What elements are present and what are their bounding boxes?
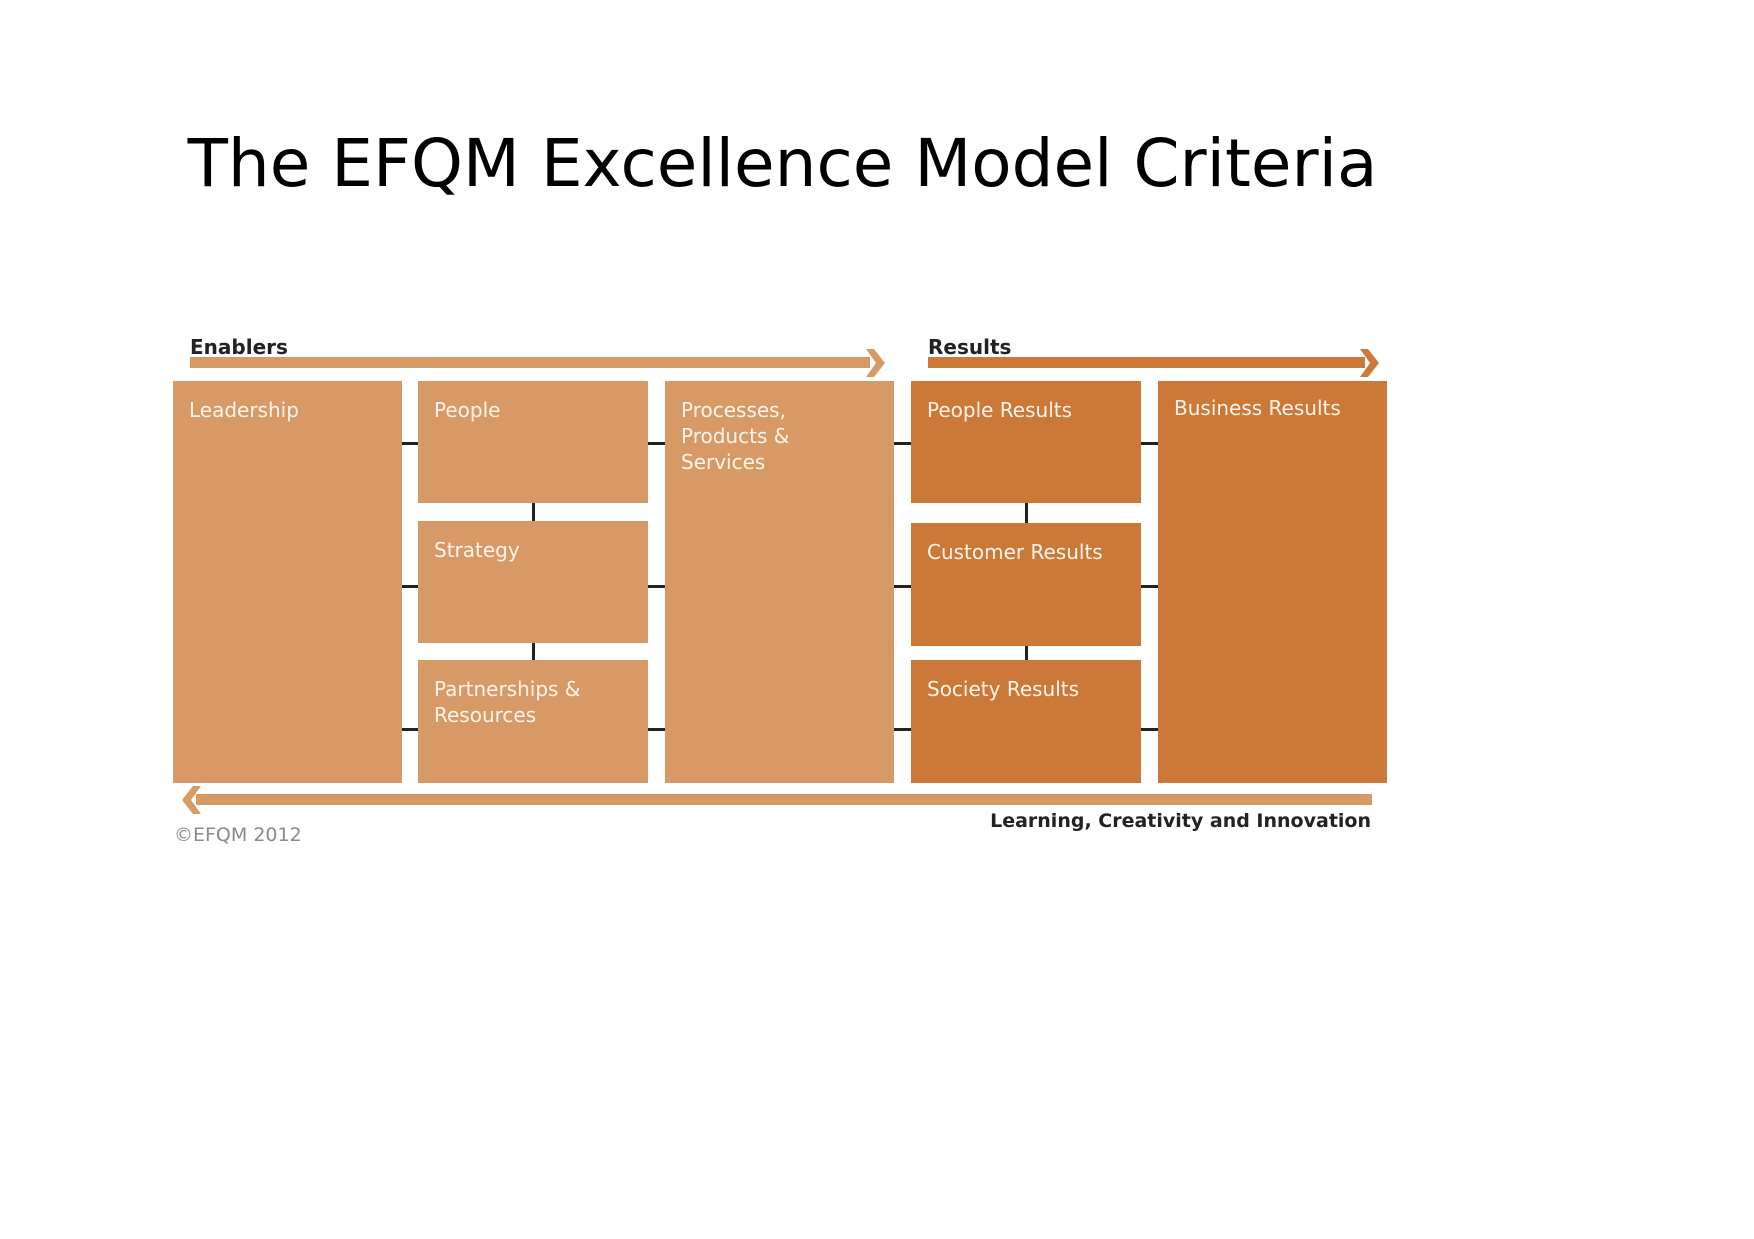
feedback-label: Learning, Creativity and Innovation xyxy=(990,810,1371,832)
enablers-arrow-shaft xyxy=(190,357,870,368)
connector xyxy=(532,643,535,660)
criterion-label: Processes, Products & Services xyxy=(681,398,790,474)
criterion-business-results: Business Results xyxy=(1158,381,1387,783)
results-arrow-shaft xyxy=(928,357,1365,368)
feedback-arrow-shaft xyxy=(196,794,1372,805)
connector xyxy=(1141,585,1158,588)
criterion-people-results: People Results xyxy=(911,381,1141,503)
criterion-partnerships-resources: Partnerships & Resources xyxy=(418,660,648,783)
connector xyxy=(648,728,665,731)
criterion-label: Customer Results xyxy=(927,540,1103,564)
connector xyxy=(894,442,911,445)
copyright: ©EFQM 2012 xyxy=(174,824,302,846)
connector xyxy=(894,585,911,588)
enablers-label: Enablers xyxy=(190,335,288,359)
criterion-label: Leadership xyxy=(189,398,299,422)
criterion-label: People Results xyxy=(927,398,1073,422)
connector xyxy=(894,728,911,731)
connector xyxy=(1141,728,1158,731)
criterion-leadership: Leadership xyxy=(173,381,402,783)
criterion-customer-results: Customer Results xyxy=(911,523,1141,646)
criterion-society-results: Society Results xyxy=(911,660,1141,783)
criterion-processes-products-services: Processes, Products & Services xyxy=(665,381,894,783)
results-label: Results xyxy=(928,335,1012,359)
connector xyxy=(1025,646,1028,660)
connector xyxy=(402,728,418,731)
criterion-label: Strategy xyxy=(434,538,520,562)
connector xyxy=(648,585,665,588)
feedback-arrowhead-icon xyxy=(182,786,201,814)
criterion-label: Partnerships & Resources xyxy=(434,677,581,727)
results-arrowhead-icon xyxy=(1360,349,1379,377)
connector xyxy=(532,503,535,521)
enablers-arrowhead-icon xyxy=(866,349,885,377)
criterion-label: People xyxy=(434,398,501,422)
connector xyxy=(1025,503,1028,523)
criterion-label: Society Results xyxy=(927,677,1080,701)
page-title: The EFQM Excellence Model Criteria xyxy=(187,125,1378,202)
connector xyxy=(402,585,418,588)
connector xyxy=(648,442,665,445)
criterion-strategy: Strategy xyxy=(418,521,648,643)
connector xyxy=(1141,442,1158,445)
connector xyxy=(402,442,418,445)
criterion-people: People xyxy=(418,381,648,503)
criterion-label: Business Results xyxy=(1174,396,1341,420)
